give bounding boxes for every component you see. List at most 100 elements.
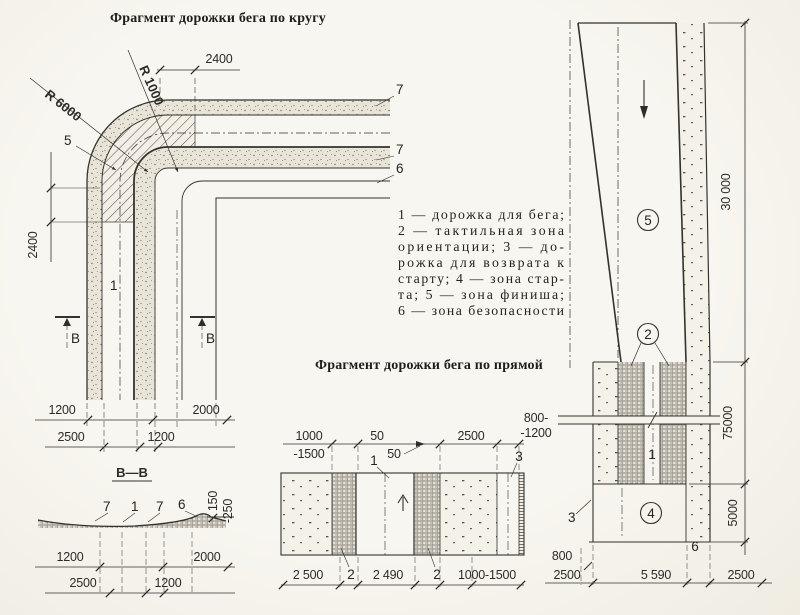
dim-minus1500: -1500	[294, 447, 325, 461]
callout-tactile-left: 2	[347, 567, 355, 582]
straight-fragment-drawing: Фрагмент дорожки бега по прямой 1000 -15…	[278, 358, 552, 590]
outer-edge-band	[87, 100, 390, 400]
dim-2500-bottom: 2 500	[293, 568, 324, 582]
zone-2-tactile: 2	[644, 327, 652, 342]
safety-zone-right	[440, 473, 497, 555]
plan-callout-safety: 6	[691, 539, 699, 554]
callout-7-mid: 7	[396, 142, 404, 157]
dim-800: 800	[552, 549, 573, 563]
callout-tactile-right: 2	[433, 567, 441, 582]
dim-1000: 1000	[295, 429, 322, 443]
dim-minus1200: -1200	[521, 426, 552, 440]
edge-callouts: 7 7 6	[375, 82, 404, 184]
section-marker-left: В	[55, 316, 80, 348]
section-marker-right: В	[190, 316, 215, 348]
dim-1000-1500: 1000-1500	[458, 568, 516, 582]
callout-straight-return: 3	[515, 449, 523, 464]
dim-30000: 30 000	[719, 173, 733, 210]
dim-5590: 5 590	[641, 568, 672, 582]
plan-bottom-dims: 800 2500 5 590 2500	[545, 545, 772, 588]
dim-row2-2500: 2500	[57, 430, 84, 444]
dim-5000: 5000	[726, 499, 740, 526]
zone-4-start: 4	[647, 506, 655, 521]
level-mark: 150 -250	[206, 491, 235, 523]
dim-2500-left: 2500	[553, 568, 580, 582]
strip-outline	[280, 472, 525, 556]
straight-fragment-top-dims: 1000 -1500 50 50 2500 800- -1200 1 3	[283, 411, 552, 479]
bb-dim-1200a: 1200	[56, 550, 83, 564]
legend-line-1: 1 — дорожка для бега;	[398, 207, 564, 222]
tactile-band-left	[332, 473, 356, 555]
edge-tick-strip	[519, 473, 524, 555]
level-150: 150	[206, 491, 220, 512]
section-bb-title: В—В	[116, 465, 148, 480]
radius-leader-outer	[29, 77, 149, 173]
plan-callout-track: 1	[648, 447, 656, 462]
dim-75000: 75000	[721, 406, 735, 440]
dim-2500-right: 2500	[727, 568, 754, 582]
callout-6: 6	[396, 161, 404, 176]
track-contours	[86, 99, 390, 400]
dim-50a: 50	[370, 429, 384, 443]
circle-fragment-drawing: Фрагмент дорожки бега по кругу R 6000 R …	[26, 11, 404, 452]
section-letter-left: В	[71, 331, 80, 346]
tactile-band-right	[414, 473, 440, 555]
legend-line-2: 2 — тактильная зона	[398, 223, 564, 238]
plan-direction-arrow	[640, 80, 648, 119]
callout-7-top: 7	[396, 82, 404, 97]
callout-leader-finish	[75, 145, 117, 171]
dim-2400-left-text: 2400	[26, 231, 40, 258]
dim-row1-2000: 2000	[192, 403, 219, 417]
bb-dim-1200b: 1200	[154, 576, 181, 590]
bb-dim-2500: 2500	[69, 576, 96, 590]
plan-length-dims: 30 000 75000 5000	[689, 18, 750, 555]
dim-800-dash: 800-	[524, 411, 548, 425]
level-minus-250: -250	[221, 499, 235, 523]
legend-line-5: старту; 4 — зона стар-	[398, 271, 564, 286]
legend-line-6: та; 5 — зона финиша;	[398, 287, 564, 302]
bb-dim-2000: 2000	[193, 550, 220, 564]
callout-bb-1: 1	[131, 499, 139, 514]
straight-fragment-title: Фрагмент дорожки бега по прямой	[315, 358, 543, 373]
circle-fragment-bottom-dims: 1200 2000 2500 1200	[35, 403, 235, 452]
callout-zone-track: 1	[110, 278, 118, 293]
legend-line-7: 6 — зона безопасности	[398, 303, 565, 318]
radius-label-r6000: R 6000	[42, 87, 84, 125]
dim-2400-top-text: 2400	[205, 52, 232, 66]
section-bb-callouts: 7 1 7 6	[94, 497, 197, 523]
dim-2400-left: 2400	[26, 152, 102, 262]
legend-block: 1 — дорожка для бега; 2 — тактильная зон…	[398, 207, 565, 318]
callout-bb-6: 6	[178, 497, 186, 512]
straight-fragment-bottom-dims: 2 500 2 490 1000-1500 2 2	[278, 547, 526, 590]
section-bb-drawing: В—В 7 1 7 6 150 -250 1200 2000	[35, 465, 235, 598]
ground-profile-fill	[38, 513, 226, 528]
callout-bb-7a: 7	[103, 499, 111, 514]
circle-fragment-title: Фрагмент дорожки бега по кругу	[110, 11, 326, 26]
dim-2500-safety: 2500	[457, 429, 484, 443]
safety-zone-left	[281, 473, 332, 555]
callout-zone-finish: 5	[64, 133, 72, 148]
section-bb-dims: 1200 2000 2500 1200	[35, 532, 235, 598]
plan-callout-return: 3	[568, 510, 576, 525]
strip-band-lines	[331, 473, 520, 555]
dim-row2-1200: 1200	[147, 430, 174, 444]
break-lines	[558, 411, 720, 429]
section-letter-right: В	[206, 331, 215, 346]
callout-bb-7b: 7	[156, 499, 164, 514]
break-mask	[558, 416, 720, 424]
legend-line-3: ориентации; 3 — до-	[398, 239, 564, 254]
ground-profile-line	[37, 513, 227, 528]
dim-2490: 2 490	[373, 568, 404, 582]
callout-straight-track: 1	[370, 453, 378, 468]
run-direction-arrow	[397, 493, 409, 511]
zone-badges: 5 2 4	[630, 208, 670, 525]
dim-50b: 50	[387, 447, 401, 461]
legend-line-4: рожка для возврата к	[398, 255, 564, 270]
radius-leader-inner	[127, 49, 179, 173]
dim-row1-1200: 1200	[48, 403, 75, 417]
straight-plan-drawing: 5 2 4 1 3 6 30 000 75000 5000 800	[545, 18, 772, 588]
plan-outline-lines	[569, 20, 711, 542]
zone-5-finish: 5	[644, 213, 652, 228]
